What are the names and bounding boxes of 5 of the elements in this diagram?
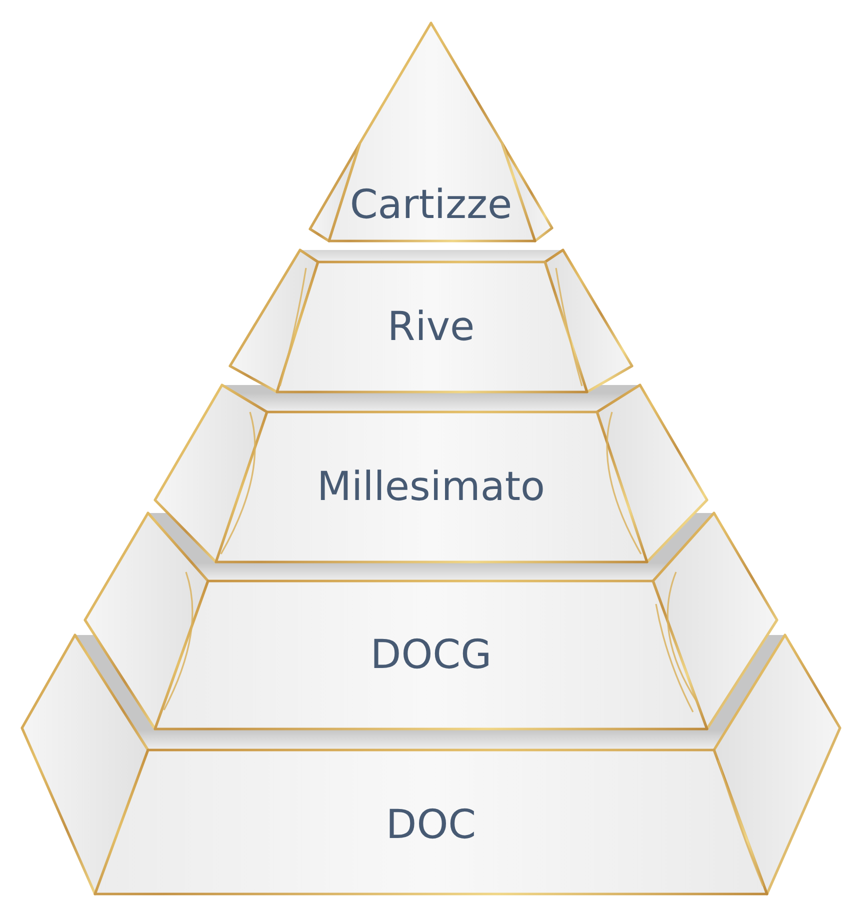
- tier-label: Millesimato: [316, 464, 546, 510]
- tier-label: DOCG: [370, 632, 492, 678]
- tier-label: Rive: [387, 304, 475, 350]
- tier-label: Cartizze: [350, 182, 512, 228]
- tier-label: DOC: [386, 802, 476, 848]
